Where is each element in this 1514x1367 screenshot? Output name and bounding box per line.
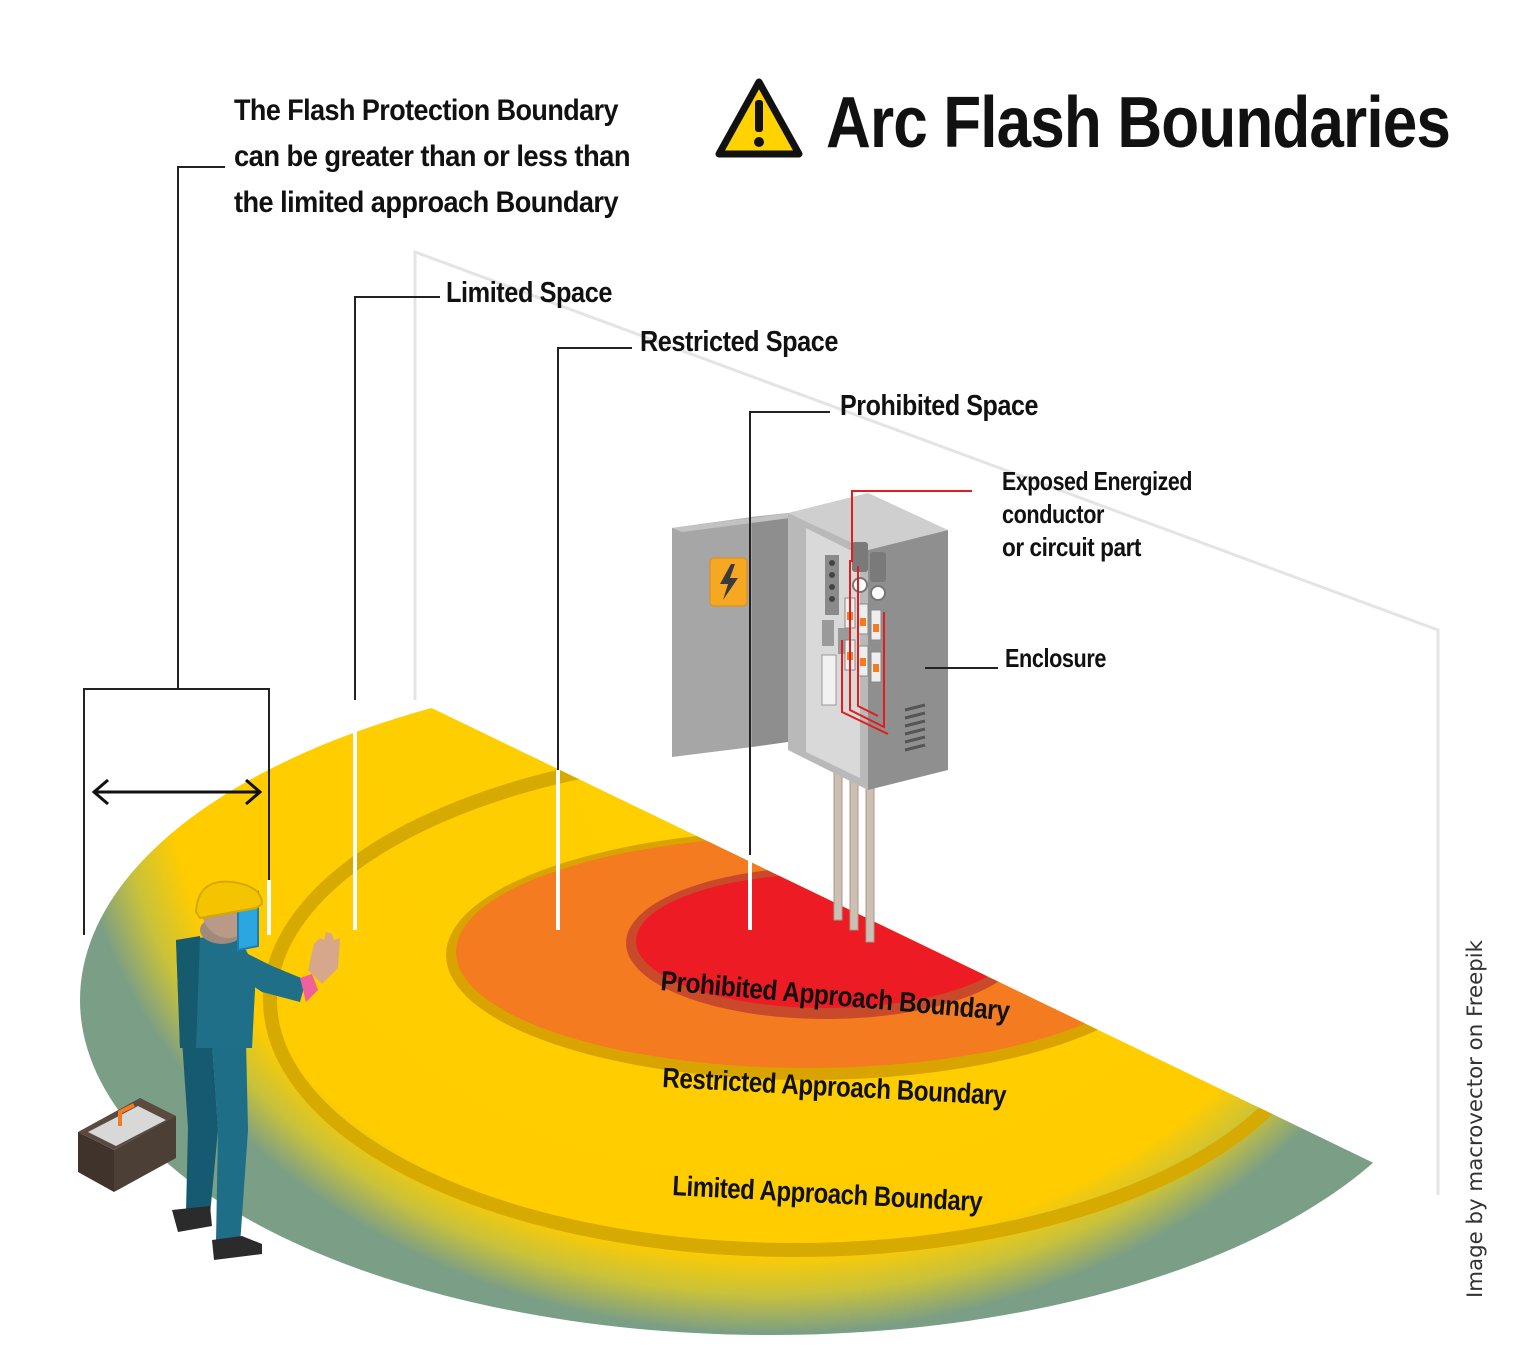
exposed-line-2: conductor bbox=[1002, 499, 1104, 529]
note-line-1: The Flash Protection Boundary bbox=[234, 94, 619, 127]
title-block: Arc Flash Boundaries bbox=[715, 78, 1451, 163]
toolbox bbox=[78, 1098, 176, 1192]
wall-outline bbox=[413, 249, 1440, 1195]
enclosure-door bbox=[672, 517, 752, 757]
warning-icon bbox=[715, 78, 803, 158]
exposed-line-1: Exposed Energized bbox=[1002, 466, 1192, 496]
prohibited-space-label: Prohibited Space bbox=[840, 390, 1038, 422]
note-line-2: can be greater than or less than bbox=[234, 140, 630, 173]
exposed-line-3: or circuit part bbox=[1002, 532, 1142, 562]
enclosure-label: Enclosure bbox=[1005, 643, 1106, 673]
enclosure-vents bbox=[904, 703, 926, 752]
restricted-space-label: Restricted Space bbox=[640, 326, 838, 358]
limited-space-label: Limited Space bbox=[446, 277, 612, 309]
space-leaders bbox=[83, 296, 998, 935]
page-title: Arc Flash Boundaries bbox=[826, 83, 1450, 163]
breakers bbox=[821, 542, 886, 706]
worker bbox=[172, 880, 340, 1260]
double-arrow-icon bbox=[91, 778, 263, 806]
image-credit: Image by macrovector on Freepik bbox=[1463, 939, 1487, 1298]
enclosure bbox=[672, 493, 948, 790]
lightning-icon bbox=[709, 557, 748, 607]
energized-conductor bbox=[841, 560, 889, 735]
flash-protection-note: The Flash Protection Boundary can be gre… bbox=[234, 94, 631, 219]
note-line-3: the limited approach Boundary bbox=[234, 186, 619, 219]
exposed-conductor-label: Exposed Energized conductor or circuit p… bbox=[1002, 466, 1193, 562]
flash-boundary-bracket bbox=[83, 166, 270, 935]
